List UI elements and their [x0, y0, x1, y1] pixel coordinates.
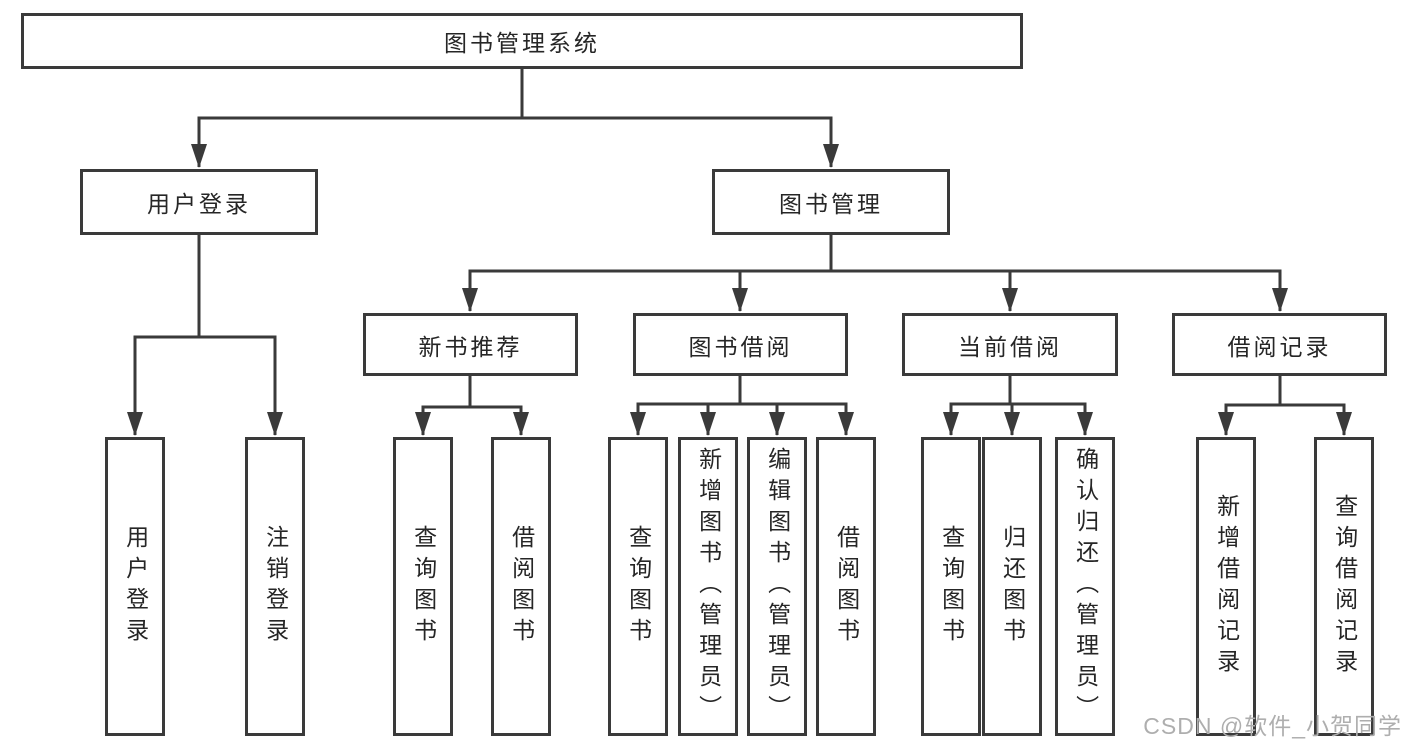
leaf-user-login: 用户登录 [105, 437, 165, 736]
node-current-borrow-label: 当前借阅 [958, 333, 1062, 360]
leaf-newbook-borrow-label: 借阅图书 [508, 524, 535, 649]
node-current-borrow: 当前借阅 [902, 313, 1118, 376]
node-user-login: 用户登录 [80, 169, 318, 235]
leaf-bookborrow-add: 新增图书（管理员） [678, 437, 738, 736]
edge-bookmgmt-new-book [462, 235, 833, 312]
leaf-newbook-query: 查询图书 [393, 437, 453, 736]
leaf-bookborrow-add-label: 新增图书（管理员） [695, 447, 722, 726]
leaf-borrowrecord-query: 查询借阅记录 [1314, 437, 1374, 736]
edge-bookmgmt-book-borrow [732, 235, 833, 312]
edge-root-user-login [191, 69, 524, 168]
leaf-logout: 注销登录 [245, 437, 305, 736]
node-user-login-label: 用户登录 [147, 191, 251, 217]
edge-bookborrow-borrow [738, 376, 854, 436]
node-borrow-record: 借阅记录 [1172, 313, 1387, 376]
edge-borrowrecord-add [1218, 376, 1282, 436]
leaf-logout-label: 注销登录 [262, 524, 289, 649]
node-borrow-record-label: 借阅记录 [1227, 333, 1332, 360]
leaf-borrowrecord-add: 新增借阅记录 [1196, 437, 1256, 736]
leaf-currentborrow-query-label: 查询图书 [938, 524, 965, 649]
leaf-bookborrow-query: 查询图书 [608, 437, 668, 736]
leaf-newbook-query-label: 查询图书 [410, 524, 437, 649]
leaf-bookborrow-borrow-label: 借阅图书 [833, 524, 860, 649]
edge-currentborrow-query [943, 376, 1012, 436]
node-book-mgmt-label: 图书管理 [779, 191, 883, 217]
edge-currentborrow-confirm [1008, 376, 1093, 436]
node-root-system: 图书管理系统 [21, 13, 1023, 69]
node-book-borrow: 图书借阅 [633, 313, 848, 376]
leaf-borrowrecord-query-label: 查询借阅记录 [1331, 493, 1358, 680]
watermark: CSDN @软件_小贺同学 [1143, 713, 1402, 739]
leaf-bookborrow-borrow: 借阅图书 [816, 437, 876, 736]
edge-newbook-borrow [468, 376, 529, 436]
node-new-book-label: 新书推荐 [418, 333, 523, 360]
leaf-bookborrow-edit: 编辑图书（管理员） [747, 437, 807, 736]
edge-userlogin-leaf-login [127, 235, 201, 436]
node-new-book: 新书推荐 [363, 313, 578, 376]
leaf-currentborrow-confirm: 确认归还（管理员） [1055, 437, 1115, 736]
edge-bookmgmt-current-borrow [829, 235, 1018, 312]
leaf-currentborrow-confirm-label: 确认归还（管理员） [1072, 447, 1099, 726]
leaf-bookborrow-edit-label: 编辑图书（管理员） [764, 447, 791, 726]
node-book-mgmt: 图书管理 [712, 169, 950, 235]
edge-bookborrow-add [700, 376, 742, 436]
leaf-currentborrow-return: 归还图书 [982, 437, 1042, 736]
leaf-bookborrow-query-label: 查询图书 [625, 524, 652, 649]
edge-newbook-query [415, 376, 472, 436]
edge-borrowrecord-query [1278, 376, 1352, 436]
edge-root-book-mgmt [520, 69, 839, 168]
edge-bookmgmt-borrow-record [829, 235, 1288, 312]
leaf-newbook-borrow: 借阅图书 [491, 437, 551, 736]
edge-userlogin-leaf-logout [197, 235, 283, 436]
leaf-user-login-label: 用户登录 [122, 524, 149, 649]
leaf-currentborrow-return-label: 归还图书 [999, 524, 1026, 649]
node-book-borrow-label: 图书借阅 [688, 333, 793, 360]
leaf-currentborrow-query: 查询图书 [921, 437, 981, 736]
leaf-borrowrecord-add-label: 新增借阅记录 [1213, 493, 1240, 680]
node-root-label: 图书管理系统 [444, 30, 600, 56]
